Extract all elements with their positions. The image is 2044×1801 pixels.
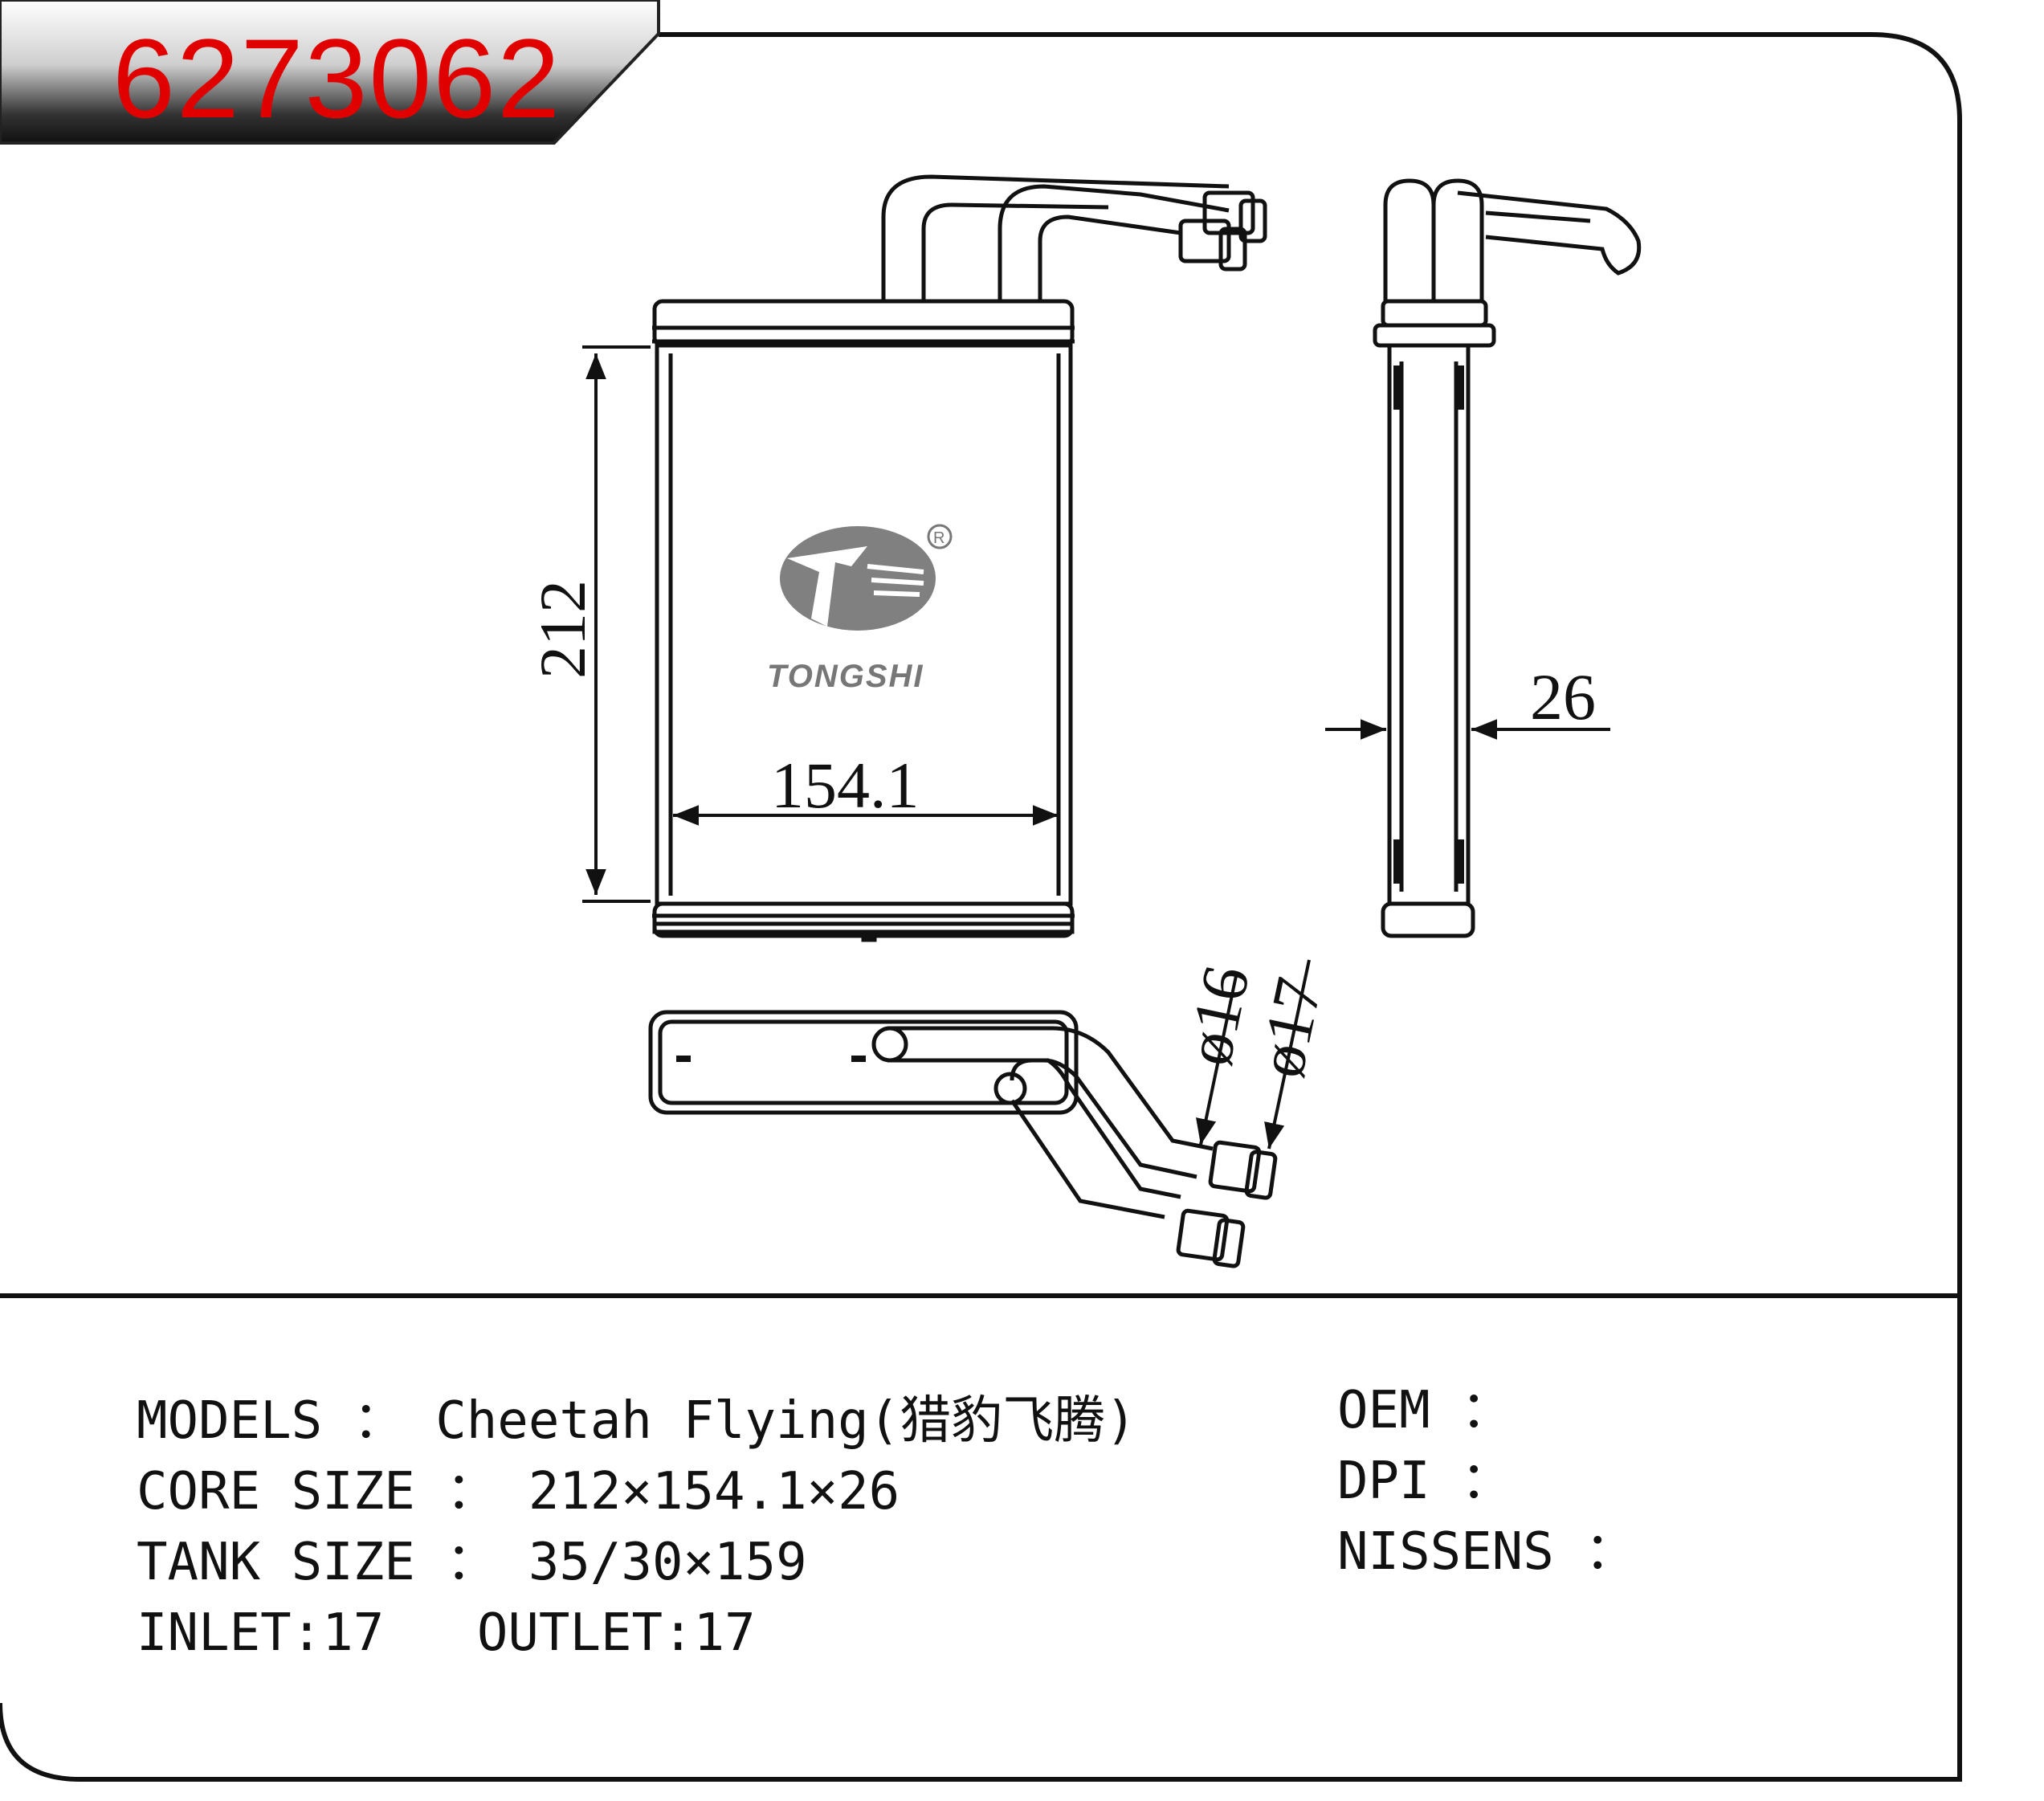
brand-name: TONGSHI [767,659,924,694]
inlet-outlet-line: INLET:17 OUTLET:17 [137,1603,756,1663]
top-view [648,1010,1278,1268]
registered-mark: R [933,529,944,547]
oem-line: OEM ： [1337,1381,1513,1440]
front-view [652,174,1267,942]
dimension-width: 154.1 [673,749,1059,826]
models-line: MODELS ： Cheetah Flying(猎豹飞腾) [137,1391,1136,1451]
pipe-diameter-callouts: ø16 ø17 [1172,960,1336,1150]
reference-panel: OEM ： DPI ： NISSENS ： [1337,1375,1899,1587]
part-number-banner [0,0,660,145]
dpi-line: DPI ： [1337,1452,1513,1511]
width-label: 154.1 [771,749,920,822]
core-size-line: CORE SIZE ： 212×154.1×26 [137,1462,900,1521]
side-view [1373,178,1642,938]
dimension-height: 212 [526,345,651,903]
tank-size-line: TANK SIZE ： 35/30×159 [137,1533,807,1592]
dimension-depth: 26 [1325,660,1610,740]
tongshi-logo: R TONGSHI [767,524,953,694]
spec-panel: MODELS ： Cheetah Flying(猎豹飞腾) CORE SIZE … [137,1386,1301,1668]
depth-label: 26 [1530,660,1596,733]
nissens-line: NISSENS ： [1337,1522,1637,1582]
height-label: 212 [526,580,599,679]
part-number: 6273062 [112,15,562,141]
sheet-frame [0,32,1962,1782]
